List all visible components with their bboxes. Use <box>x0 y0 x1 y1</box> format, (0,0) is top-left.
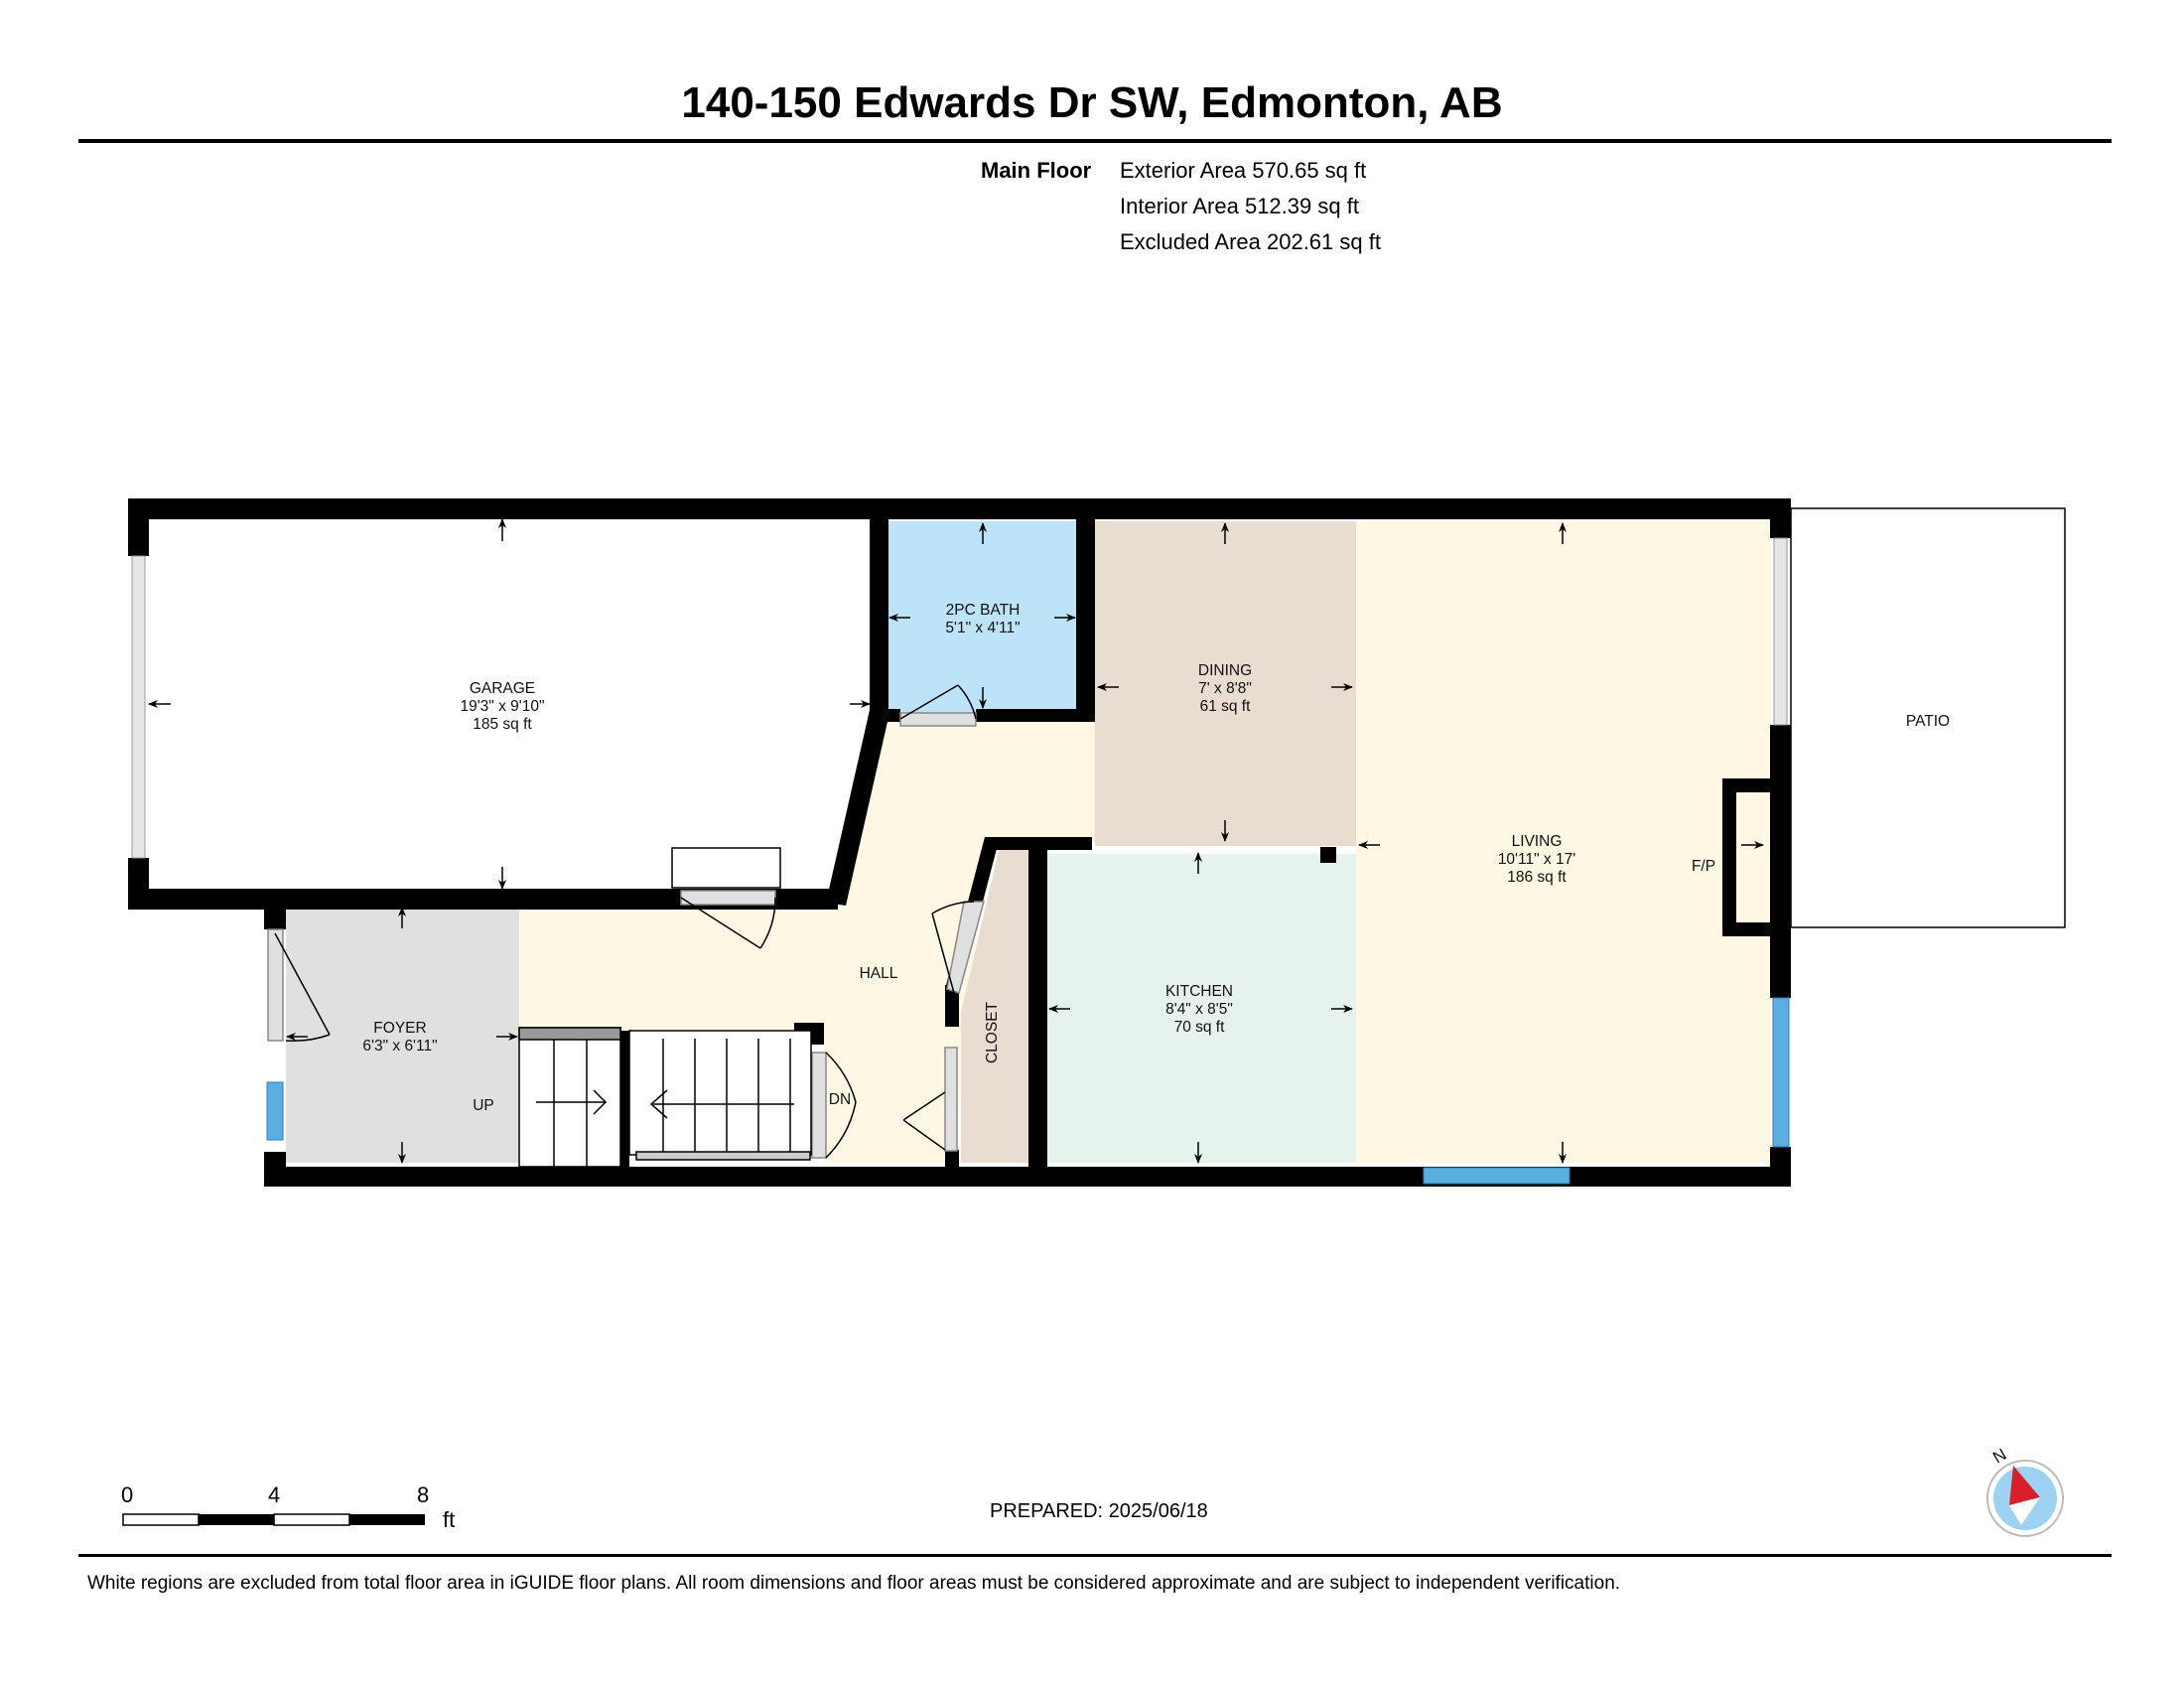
garage-floor <box>148 519 876 889</box>
compass-icon: N <box>1986 1445 2064 1537</box>
bath-floor <box>888 521 1082 714</box>
living-floor <box>1356 521 1771 1163</box>
stairs <box>518 1027 812 1168</box>
disclaimer-note: White regions are excluded from total fl… <box>87 1573 1621 1594</box>
foyer-dims: 6'3" x 6'11" <box>362 1038 437 1055</box>
living-east-window <box>1772 997 1790 1148</box>
foyer-name: FOYER <box>373 1020 426 1037</box>
area-summary: Exterior Area 570.65 sq ft Interior Area… <box>1120 153 1381 260</box>
scale-unit: ft <box>443 1507 455 1532</box>
dining-dims: 7' x 8'8" <box>1198 680 1252 697</box>
closet-floor <box>961 850 1028 1163</box>
fireplace-label: F/P <box>1692 858 1715 875</box>
living-name: LIVING <box>1512 833 1563 850</box>
kitchen-name: KITCHEN <box>1165 983 1233 1000</box>
doors <box>267 684 985 1159</box>
kitchen-area: 70 sq ft <box>1174 1019 1226 1036</box>
living-dims: 10'11" x 17' <box>1498 851 1575 868</box>
bath-dims: 5'1" x 4'11" <box>945 620 1020 636</box>
foyer-window <box>266 1081 284 1141</box>
living-side-window <box>1773 537 1788 726</box>
scale-tick-0: 0 <box>121 1482 133 1507</box>
garage-area: 185 sq ft <box>473 716 532 733</box>
dimension-arrows <box>148 518 1764 1164</box>
scale-tick-4: 4 <box>268 1482 280 1507</box>
footer-divider <box>78 1554 2112 1557</box>
dining-name: DINING <box>1198 662 1252 679</box>
closet-name: CLOSET <box>984 1001 1001 1063</box>
foyer-floor <box>286 906 519 1163</box>
excluded-area: Excluded Area 202.61 sq ft <box>1120 229 1381 254</box>
kitchen-floor <box>1047 854 1356 1163</box>
hall-name: HALL <box>860 965 898 982</box>
garage-name: GARAGE <box>470 680 535 697</box>
garage-dims: 19'3" x 9'10" <box>460 698 544 715</box>
bath-name: 2PC BATH <box>946 602 1021 619</box>
interior-area: Interior Area 512.39 sq ft <box>1120 194 1359 218</box>
patio-outline <box>1790 507 2066 928</box>
dining-floor <box>1095 521 1356 846</box>
walls <box>128 498 1791 1187</box>
prepared-date: PREPARED: 2025/06/18 <box>990 1500 1208 1522</box>
living-south-window <box>1423 1167 1570 1185</box>
compass-north-label: N <box>1989 1445 2009 1468</box>
header-divider <box>78 139 2112 143</box>
scale-bar: 0 4 8 ft <box>121 1482 455 1532</box>
exterior-area: Exterior Area 570.65 sq ft <box>1120 158 1367 183</box>
kitchen-dims: 8'4" x 8'5" <box>1165 1001 1233 1018</box>
stairs-up-label: UP <box>473 1097 494 1114</box>
floor-label: Main Floor <box>981 158 1092 183</box>
patio-name: PATIO <box>1906 713 1950 730</box>
scale-tick-8: 8 <box>417 1482 429 1507</box>
living-area: 186 sq ft <box>1507 869 1567 886</box>
garage-side-window <box>131 555 146 859</box>
stairs-down-label: DN <box>829 1091 851 1108</box>
page-title: 140-150 Edwards Dr SW, Edmonton, AB <box>681 78 1503 127</box>
dining-area: 61 sq ft <box>1200 698 1252 715</box>
